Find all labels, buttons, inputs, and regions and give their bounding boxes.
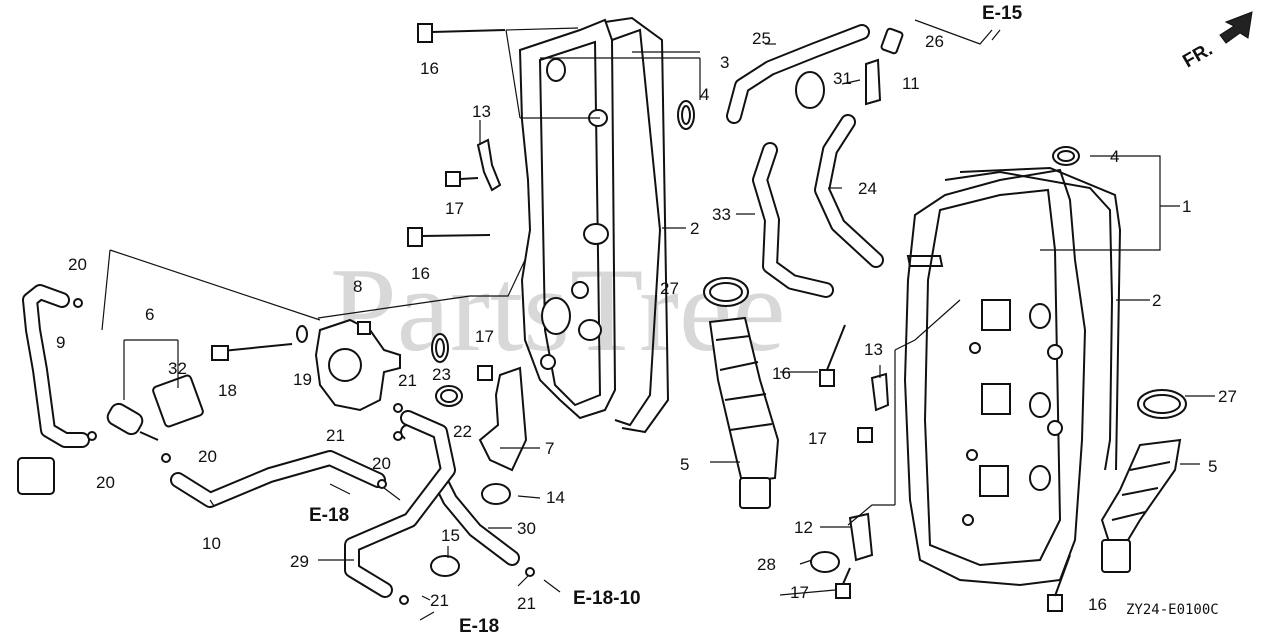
callout-16: 16 [411,264,430,283]
callout-29: 29 [290,552,309,571]
callout-2: 2 [1152,291,1161,310]
callout-17: 17 [790,583,809,602]
callout-19: 19 [293,370,312,389]
callout-9: 9 [56,333,65,352]
callout-16: 16 [772,364,791,383]
callout-1: 1 [1182,197,1191,216]
callout-17: 17 [445,199,464,218]
callout-21: 21 [326,426,345,445]
callout-27: 27 [660,279,679,298]
callout-6: 6 [145,305,154,324]
callout-27: 27 [1218,387,1237,406]
intake-manifold-left [518,16,670,434]
callout-10: 10 [202,534,221,553]
reference-e18: E-18 [459,616,499,637]
callout-24: 24 [858,179,877,198]
callout-17: 17 [475,327,494,346]
callout-20: 20 [198,447,217,466]
callout-26: 26 [925,32,944,51]
callout-33: 33 [712,205,731,224]
reference-e15: E-15 [982,3,1023,24]
callout-2: 2 [690,219,699,238]
callout-22: 22 [453,422,472,441]
reference-labels: E-15 E-18 E-18 E-18-10 FR. ZY24-E0100C [309,3,1219,637]
reference-e18-10: E-18-10 [573,588,641,609]
callout-30: 30 [517,519,536,538]
callout-23: 23 [432,365,451,384]
callout-20: 20 [68,255,87,274]
callout-11: 11 [902,74,920,93]
callout-4: 4 [1110,147,1119,166]
small-parts [17,11,1253,612]
callout-32: 32 [168,359,187,378]
callout-20: 20 [96,473,115,492]
callout-15: 15 [441,526,460,545]
callout-5: 5 [1208,457,1217,476]
diagram-code: ZY24-E0100C [1126,602,1219,618]
callout-13: 13 [472,102,491,121]
callout-21: 21 [430,591,449,610]
callout-3: 3 [720,53,729,72]
callout-5: 5 [680,455,689,474]
hoses [22,24,884,598]
callout-17: 17 [808,429,827,448]
front-direction-label: FR. [1179,39,1216,72]
callout-28: 28 [757,555,776,574]
callout-16: 16 [420,59,439,78]
callout-21: 21 [517,594,536,613]
callout-31: 31 [833,69,852,88]
callout-20: 20 [372,454,391,473]
callout-21: 21 [398,371,417,390]
intake-manifold-right [903,166,1122,587]
callout-16: 16 [1088,595,1107,614]
leader-lines [101,19,1215,621]
callout-25: 25 [752,29,771,48]
callout-14: 14 [546,488,565,507]
callout-12: 12 [794,518,813,537]
callout-labels: 1 2 2 3 4 4 5 5 6 7 8 9 10 11 12 13 13 1… [56,29,1237,614]
callout-18: 18 [218,381,237,400]
callout-4: 4 [700,85,709,104]
callout-8: 8 [353,277,362,296]
callout-13: 13 [864,340,883,359]
callout-7: 7 [545,439,554,458]
reference-e18: E-18 [309,505,349,526]
